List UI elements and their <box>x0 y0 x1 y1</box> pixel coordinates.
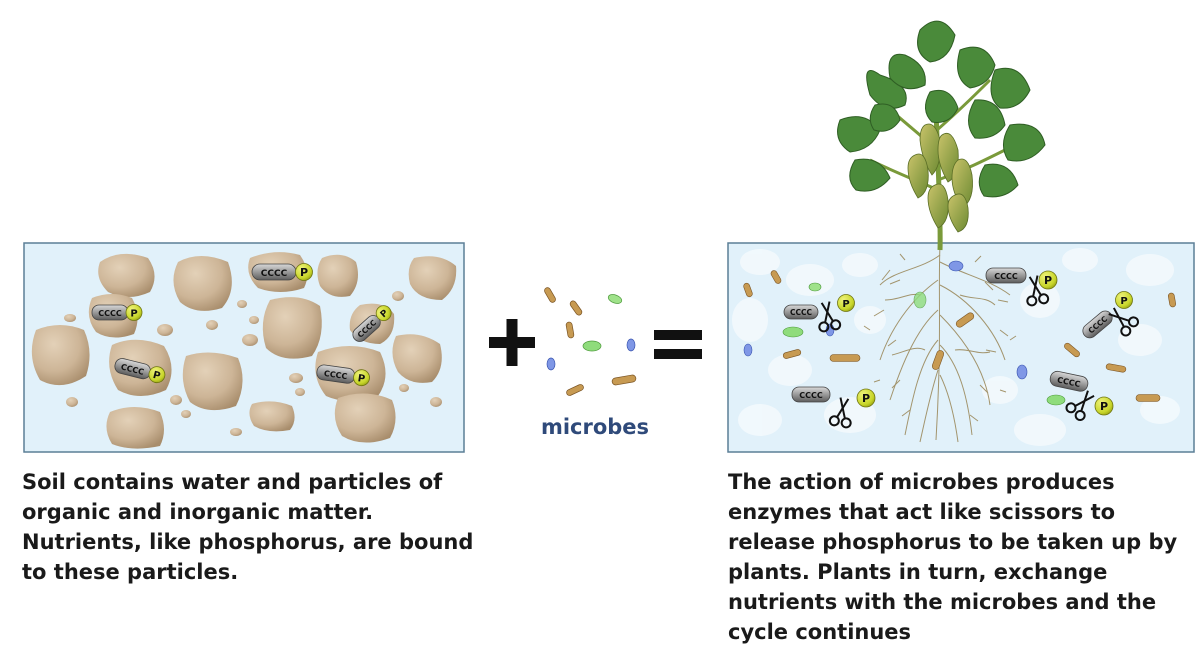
enzyme-soil-box: CCCC CCCC CCCC CCCC CCCC P P P P P <box>727 242 1195 453</box>
soybean-plant <box>837 20 1046 251</box>
equals-sign <box>654 330 702 359</box>
carbon-chain-label: CCCC <box>994 272 1018 281</box>
carbon-chain-label: CCCC <box>261 269 288 279</box>
scissors-icon <box>1065 390 1095 422</box>
carbon-chain-label: CCCC <box>790 308 813 317</box>
phosphorus-label: P <box>1044 274 1052 287</box>
phosphorus-label: P <box>300 266 308 279</box>
carbon-chain-label: CCCC <box>98 309 122 318</box>
soil-caption: Soil contains water and particles of org… <box>22 470 474 584</box>
phosphorus-label: P <box>357 373 366 385</box>
phosphorus-label: P <box>152 370 162 382</box>
scissors-icon <box>1026 275 1050 307</box>
blue-microbe <box>626 338 636 352</box>
rod-microbe <box>544 287 556 303</box>
scissors-icon <box>1108 307 1140 337</box>
bound-phosphorus: CCCC P <box>91 304 143 321</box>
blue-microbe <box>546 357 556 371</box>
bound-phosphorus: CCCC P <box>316 364 370 387</box>
green-microbe <box>607 294 623 304</box>
scissors-icon <box>818 301 842 333</box>
phosphorus-label: P <box>379 308 391 320</box>
rod-microbe <box>611 374 637 386</box>
plant-roots <box>863 244 1017 443</box>
rod-microbe <box>569 300 583 316</box>
rod-microbe <box>566 384 584 396</box>
green-microbe <box>582 340 602 352</box>
phosphorus-label: P <box>862 392 870 405</box>
microbes-label: microbes <box>540 415 650 439</box>
leaves <box>837 20 1046 198</box>
enzyme-caption: The action of microbes produces enzymes … <box>728 470 1178 644</box>
faded-soil-particles <box>732 248 1180 446</box>
carbon-chain-label: CCCC <box>323 369 348 381</box>
carbon-chain-label: CCCC <box>799 391 823 400</box>
rod-microbe <box>565 321 575 339</box>
released-phosphorus: CCCC CCCC CCCC CCCC CCCC P P P P P <box>783 267 1140 429</box>
scissors-icon <box>828 397 852 429</box>
phosphorus-label: P <box>130 309 137 320</box>
phosphorus-label: P <box>842 299 849 310</box>
bound-phosphorus: CCCC P <box>114 358 166 384</box>
plus-sign <box>489 319 535 366</box>
soil-box: CCCC P CCCC P CCCC P CCCC P CCCC P <box>23 242 465 453</box>
microbes-cluster <box>544 287 637 396</box>
phosphorus-label: P <box>1100 400 1108 413</box>
seed-pods <box>907 123 973 233</box>
phosphorus-label: P <box>1120 296 1127 307</box>
bound-phosphorus: CCCC P <box>251 263 313 281</box>
